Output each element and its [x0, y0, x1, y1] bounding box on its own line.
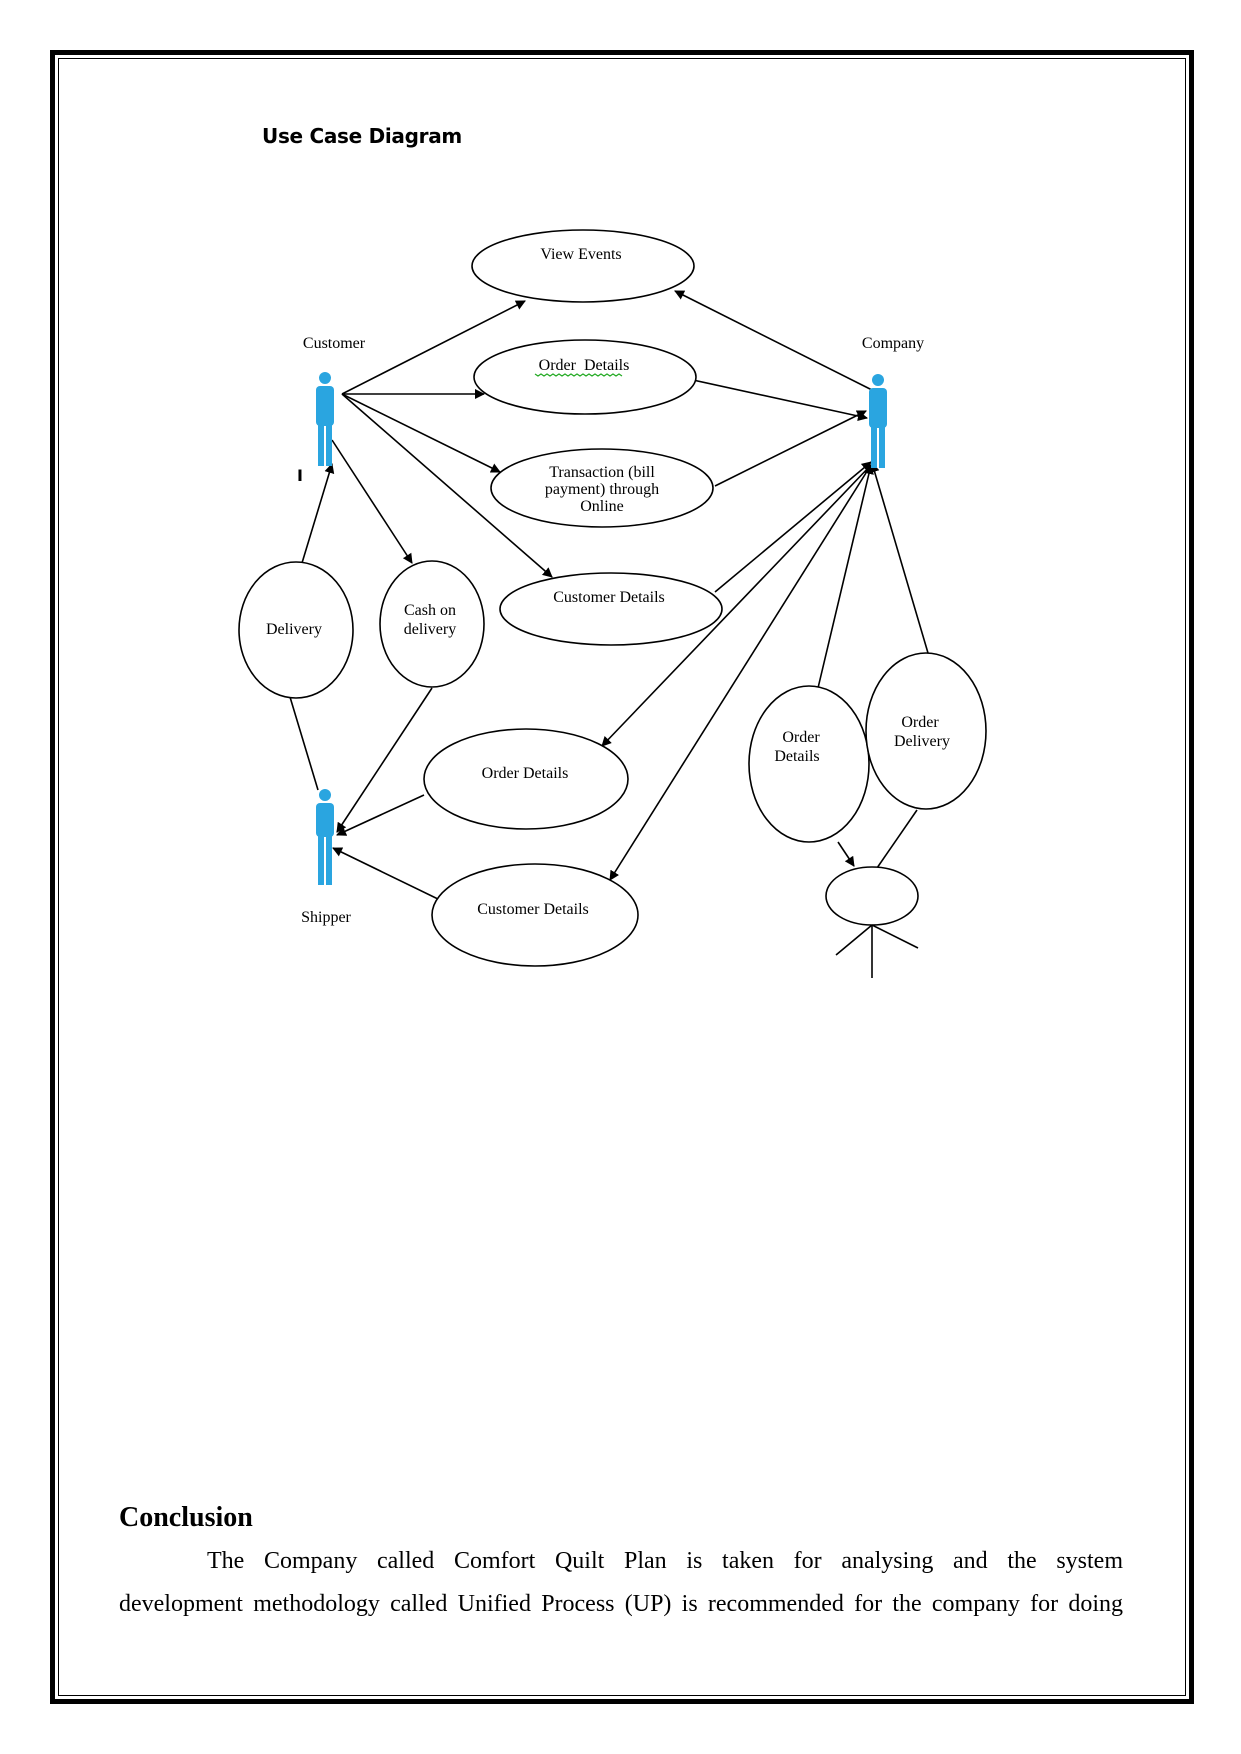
use-case-transaction [490, 448, 714, 528]
spellcheck-underline [534, 373, 623, 377]
label-delivery: Delivery [266, 621, 322, 638]
use-case-cash-on-delivery [379, 560, 485, 688]
label-order-details-right-2: Details [774, 748, 819, 765]
use-case-order-details-mid [423, 728, 629, 830]
order-actor-icon [825, 866, 919, 978]
conclusion-line-1: The Company called Comfort Quilt Plan is… [119, 1540, 1123, 1583]
label-customer-details-bottom: Customer Details [477, 901, 589, 918]
label-order-delivery-2: Delivery [894, 733, 950, 750]
edge-order-details-company [692, 379, 868, 421]
label-customer-details-top: Customer Details [553, 589, 665, 606]
use-case-order-details-top [473, 339, 697, 415]
conclusion-heading: Conclusion [119, 1502, 253, 1533]
conclusion-line-1-text: The Company called Comfort Quilt Plan is… [207, 1548, 1123, 1574]
label-cash-on-delivery-1: Cash on [404, 602, 456, 619]
label-transaction-1: Transaction (bill [549, 464, 655, 481]
shipper-actor-icon [316, 789, 334, 885]
label-transaction-2: payment) through [545, 481, 659, 498]
conclusion-paragraph: The Company called Comfort Quilt Plan is… [119, 1540, 1123, 1626]
label-order-details-mid: Order Details [482, 765, 569, 782]
edge-cash-on-delivery-shipper [336, 687, 433, 833]
edge-customer-details-company [714, 461, 872, 593]
company-actor-icon [869, 374, 887, 468]
connectors [289, 290, 929, 901]
edge-customer-cash-on-delivery [331, 439, 413, 564]
edge-customer-view-events [341, 300, 526, 395]
edge-delivery-customer [301, 463, 335, 564]
edge-order-details-right-company [817, 464, 874, 689]
edge-order-details-mid-shipper [336, 794, 425, 836]
edge-order-details-right-actor [837, 841, 855, 867]
diagram-title: Use Case Diagram [262, 124, 462, 148]
edge-customer-customer-details [341, 393, 553, 578]
edge-company-view-events [674, 290, 873, 391]
use-case-customer-details-top [499, 572, 723, 646]
label-view-events: View Events [540, 246, 621, 263]
edge-order-delivery-actor [876, 809, 918, 869]
conclusion-line-2: development methodology called Unified P… [119, 1591, 1123, 1617]
page-border-outer [50, 50, 1194, 1704]
actor-label-shipper: Shipper [301, 909, 351, 926]
use-case-order-delivery [865, 652, 987, 810]
use-case-view-events [471, 229, 695, 303]
label-transaction-3: Online [580, 498, 624, 515]
edge-order-delivery-company [869, 462, 929, 654]
edge-customer-details-bottom-shipper [332, 847, 441, 901]
use-case-delivery [238, 561, 354, 699]
edge-company-customer-details-bottom [609, 464, 872, 881]
label-order-details-top: Order Details [539, 357, 630, 374]
label-order-details-right-1: Order [782, 729, 820, 746]
label-cash-on-delivery-2: delivery [404, 621, 456, 638]
use-case-order-details-right [748, 685, 870, 843]
label-order-delivery-1: Order [901, 714, 939, 731]
edge-company-order-details-mid [601, 464, 872, 747]
stray-mark: I [297, 466, 303, 485]
edge-delivery-shipper [289, 696, 319, 791]
edge-customer-transaction [341, 393, 501, 473]
page-border-inner [58, 58, 1186, 1696]
customer-actor-icon [316, 372, 334, 466]
actor-label-customer: Customer [303, 335, 366, 352]
edge-transaction-company [714, 410, 867, 487]
actor-label-company: Company [862, 335, 924, 352]
use-case-customer-details-bottom [431, 863, 639, 967]
